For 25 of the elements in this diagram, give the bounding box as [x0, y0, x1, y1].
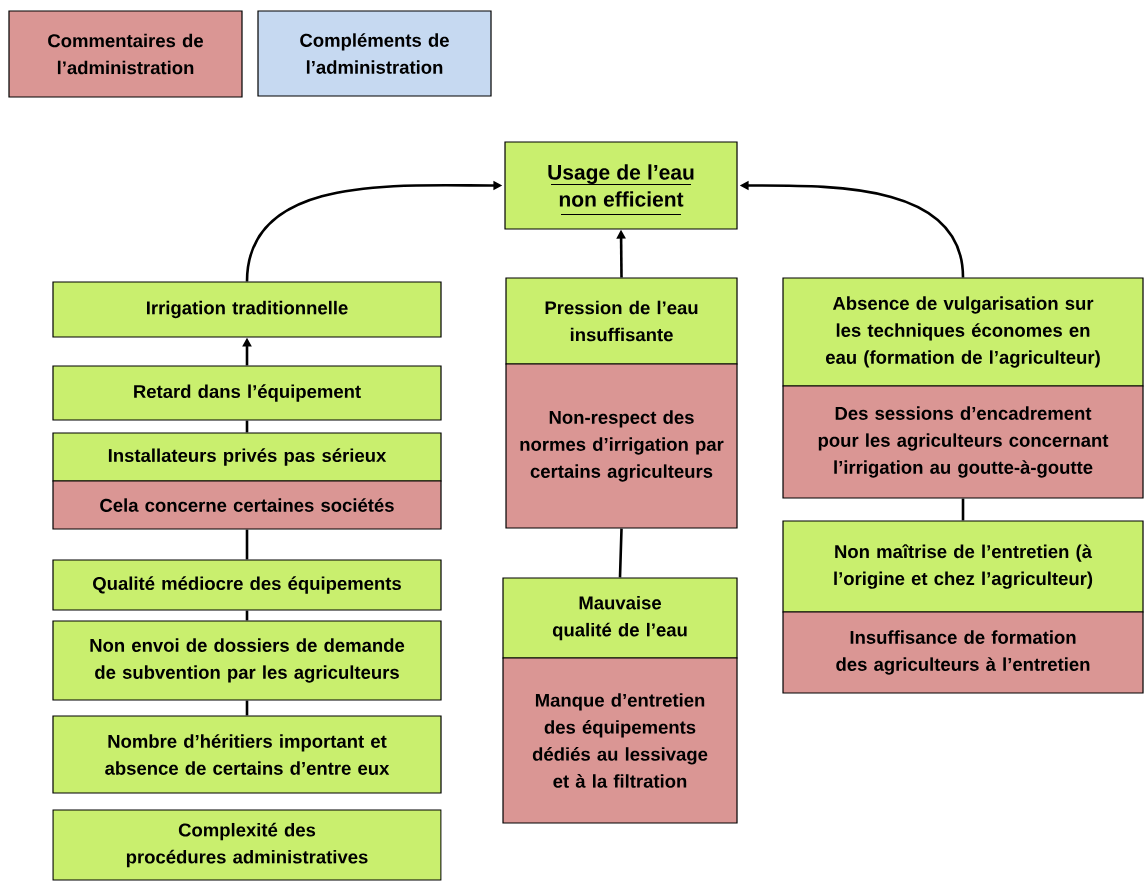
cause-box: Non envoi de dossiers de demande de subvention par les agriculteurs — [52, 620, 442, 701]
cause-box: Nombre d’héritiers important et absence de certains d’entre eux — [52, 715, 442, 794]
legend-box: Compléments de l’administration — [257, 10, 492, 97]
connector-line — [618, 528, 623, 578]
cause-box: Qualité médiocre des équipements — [52, 559, 442, 611]
cause-box: Usage de l’eau non efficient — [504, 141, 738, 230]
cause-box: Irrigation traditionnelle — [52, 281, 442, 338]
cause-box: Complexité des procédures administratives — [52, 809, 442, 881]
cause-box: Mauvaise qualité de l’eau — [502, 577, 738, 659]
comment-box: Cela concerne certaines sociétés — [52, 480, 442, 530]
cause-box: Retard dans l’équipement — [52, 365, 442, 421]
comment-box: Insuffisance de formation des agriculteurs à l’entretien — [782, 611, 1144, 694]
connector-line — [245, 529, 249, 560]
connector-line — [245, 610, 249, 621]
comment-box: Non-respect des normes d’irrigation par certains agriculteurs — [505, 363, 738, 529]
cause-box: Non maîtrise de l’entretien (à l’origine et chez l’agriculteur) — [782, 520, 1144, 613]
cause-box: Installateurs privés pas sérieux — [52, 432, 442, 482]
connector-line — [961, 498, 965, 521]
legend-box: Commentaires de l’administration — [8, 10, 243, 98]
cause-box: Pression de l’eau insuffisante — [505, 277, 738, 365]
cause-box: Absence de vulgarisation sur les techniques économes en eau (formation de l’agriculteur) — [782, 277, 1144, 387]
connector-line — [245, 420, 249, 433]
comment-box: Des sessions d’encadrement pour les agriculteurs concernant l’irrigation au goutte-à-goutte — [782, 385, 1144, 499]
connector-line — [245, 700, 249, 716]
comment-box: Manque d’entretien des équipements dédiés au lessivage et à la filtration — [502, 657, 738, 824]
